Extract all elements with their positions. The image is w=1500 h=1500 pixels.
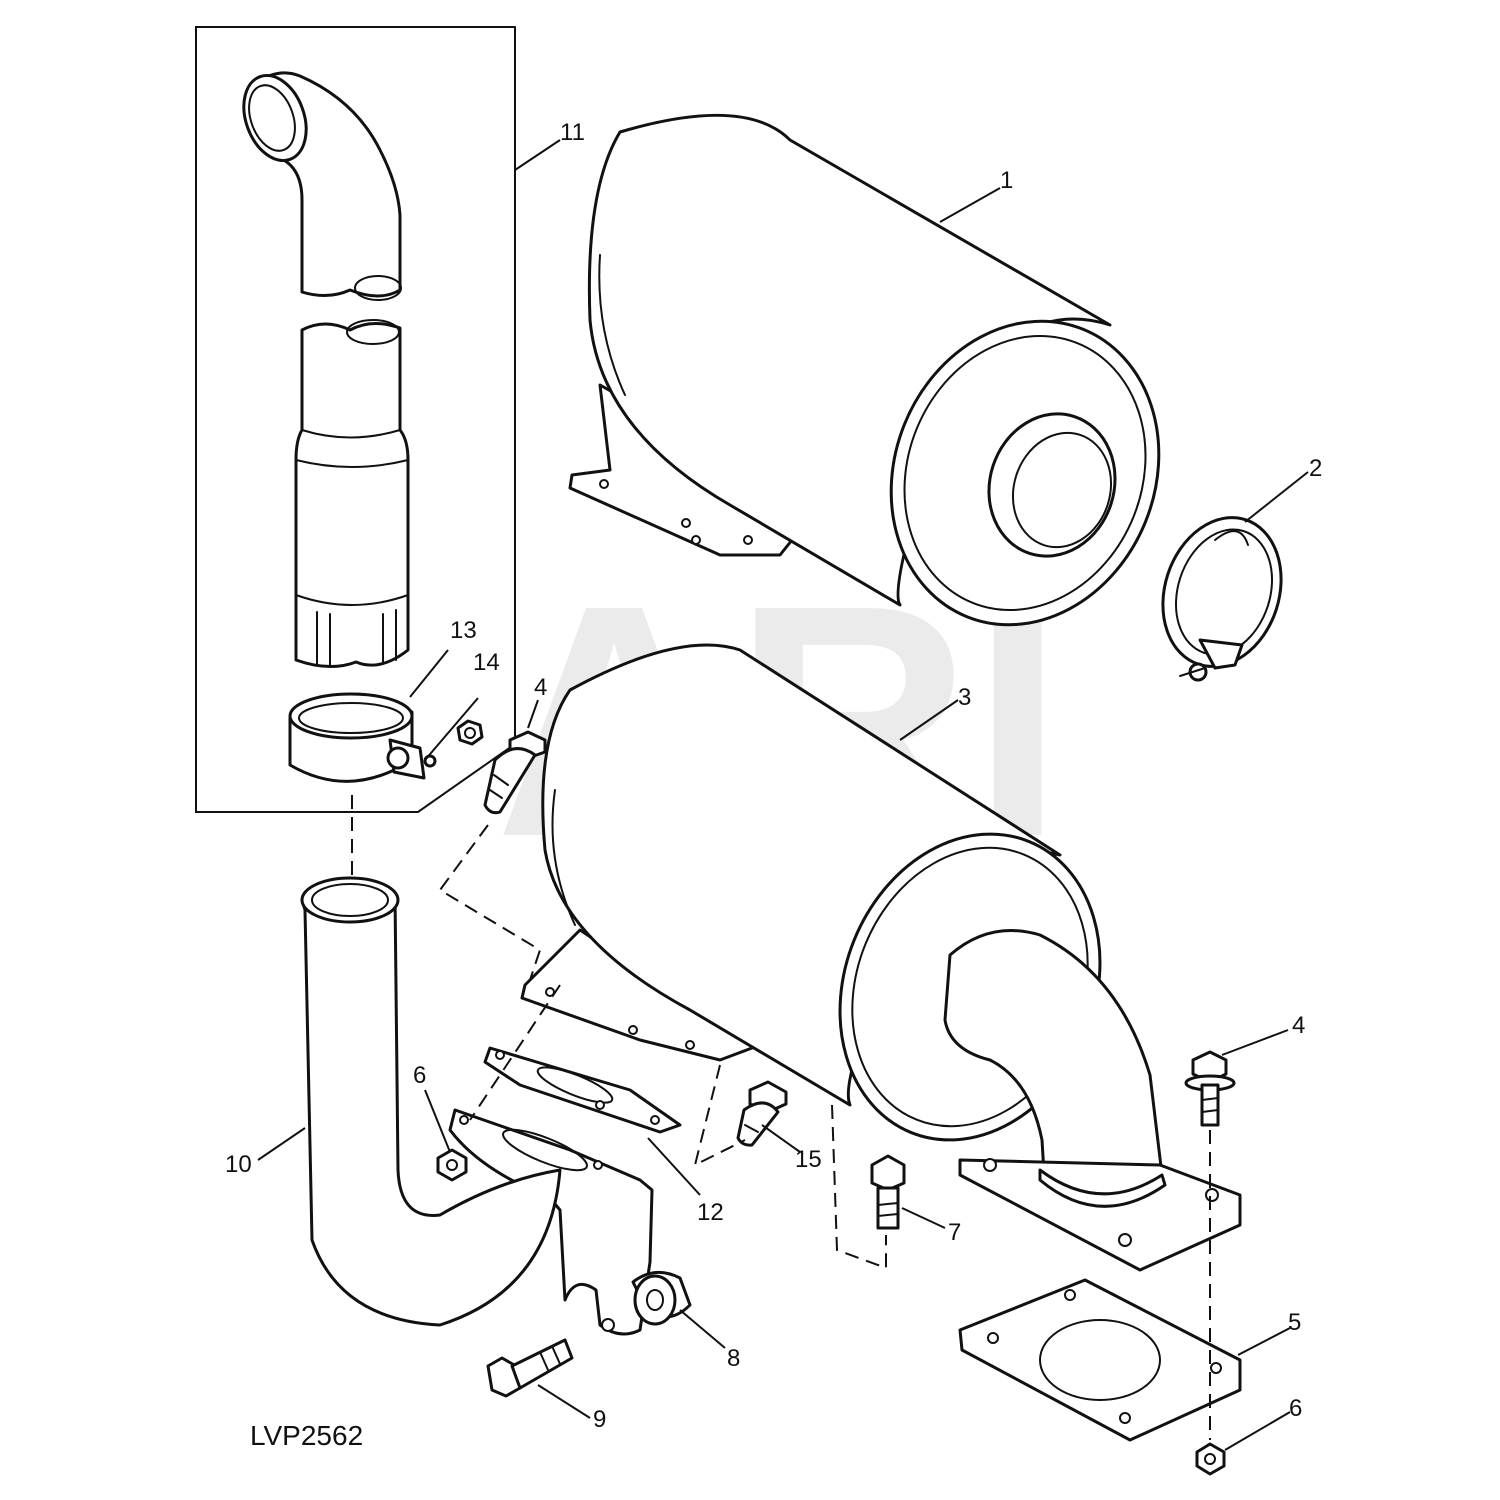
nut-6-left [436, 1148, 468, 1182]
muffler-3 [520, 643, 1242, 1272]
muffler-1 [568, 113, 1161, 627]
nut-6-right [1195, 1442, 1226, 1476]
callout-7: 7 [948, 1219, 961, 1246]
callout-10: 10 [225, 1151, 252, 1178]
spacer-8 [631, 1270, 692, 1326]
bolt-9 [486, 1338, 574, 1398]
exhaust-pipe-10 [300, 876, 562, 1327]
callout-1: 1 [1000, 167, 1013, 194]
callout-14: 14 [473, 649, 500, 676]
nut-14 [456, 719, 484, 746]
callout-6-left: 6 [413, 1062, 426, 1089]
bolt-7 [870, 1154, 906, 1230]
callout-12: 12 [697, 1199, 724, 1226]
callout-labels: 1 2 3 4 4 5 6 6 7 8 9 10 11 12 13 14 15 [225, 119, 1322, 1433]
callout-8: 8 [727, 1345, 740, 1372]
callout-6-right: 6 [1289, 1395, 1302, 1422]
bracket-12 [448, 1108, 654, 1336]
callout-3: 3 [958, 684, 971, 711]
callout-4-left: 4 [534, 674, 547, 701]
leader-lines [257, 139, 1309, 1451]
callout-11: 11 [560, 119, 585, 146]
callout-4-right: 4 [1292, 1012, 1305, 1039]
band-clamp-13 [288, 692, 437, 783]
callout-5: 5 [1288, 1309, 1301, 1336]
callout-13: 13 [450, 617, 477, 644]
figure-id: LVP2562 [250, 1420, 363, 1451]
callout-2: 2 [1309, 455, 1322, 482]
bolt-4-left [483, 730, 547, 815]
bolt-15 [736, 1080, 788, 1147]
exhaust-stack-upper [242, 71, 402, 301]
bolt-4-right [1184, 1050, 1236, 1127]
gasket-5 [958, 1278, 1242, 1442]
kit-boundary-box [195, 26, 516, 813]
callout-9: 9 [593, 1406, 606, 1433]
alignment-lines [351, 795, 1211, 1440]
gasket-12-upper [483, 1046, 682, 1134]
clamp-2 [1161, 516, 1283, 682]
callout-15: 15 [795, 1146, 822, 1173]
exhaust-stack-lower [294, 319, 410, 668]
